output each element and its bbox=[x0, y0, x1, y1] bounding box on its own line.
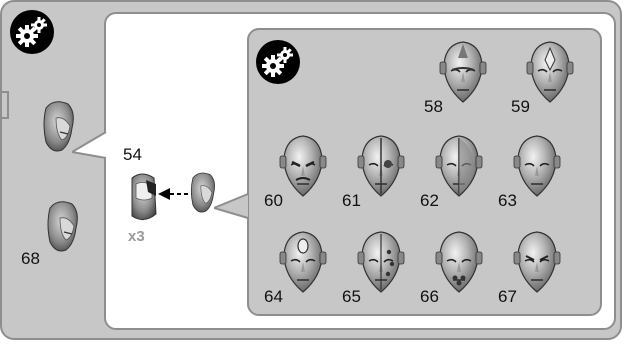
part-number-54: 54 bbox=[123, 145, 142, 164]
part-number-59: 59 bbox=[511, 97, 530, 116]
part-number-65: 65 bbox=[342, 287, 361, 306]
part-number-67: 67 bbox=[498, 287, 517, 306]
option-head-65-icon bbox=[357, 231, 405, 293]
option-head-63-icon bbox=[513, 135, 561, 197]
hooded-head-68-icon bbox=[47, 201, 78, 252]
part-number-66: 66 bbox=[420, 287, 439, 306]
callout-pointer-right bbox=[214, 193, 249, 219]
part-number-63: 63 bbox=[498, 191, 517, 210]
options-gears-icon bbox=[256, 40, 300, 84]
quantity-label: x3 bbox=[128, 228, 145, 245]
part-number-61: 61 bbox=[342, 191, 361, 210]
part-number-60: 60 bbox=[264, 191, 283, 210]
neck-body-icon bbox=[131, 173, 157, 220]
option-head-60-icon bbox=[279, 135, 327, 197]
option-head-66-icon bbox=[435, 231, 483, 293]
option-head-64-icon bbox=[279, 231, 327, 293]
part-number-58: 58 bbox=[424, 97, 443, 116]
part-number-64: 64 bbox=[264, 287, 283, 306]
hooded-head-small-icon bbox=[190, 172, 215, 213]
option-head-58-icon bbox=[439, 41, 487, 103]
option-head-59-icon bbox=[526, 41, 574, 103]
part-number-68: 68 bbox=[21, 249, 40, 268]
option-head-67-icon bbox=[513, 231, 561, 293]
gears-icon bbox=[10, 10, 54, 54]
bracket-line bbox=[0, 91, 9, 119]
hooded-head-top-icon bbox=[43, 101, 74, 152]
option-head-62-icon bbox=[435, 135, 483, 197]
callout-pointer-left bbox=[72, 131, 107, 159]
part-number-62: 62 bbox=[420, 191, 439, 210]
attach-arrow-icon bbox=[158, 188, 192, 200]
option-head-61-icon bbox=[357, 135, 405, 197]
